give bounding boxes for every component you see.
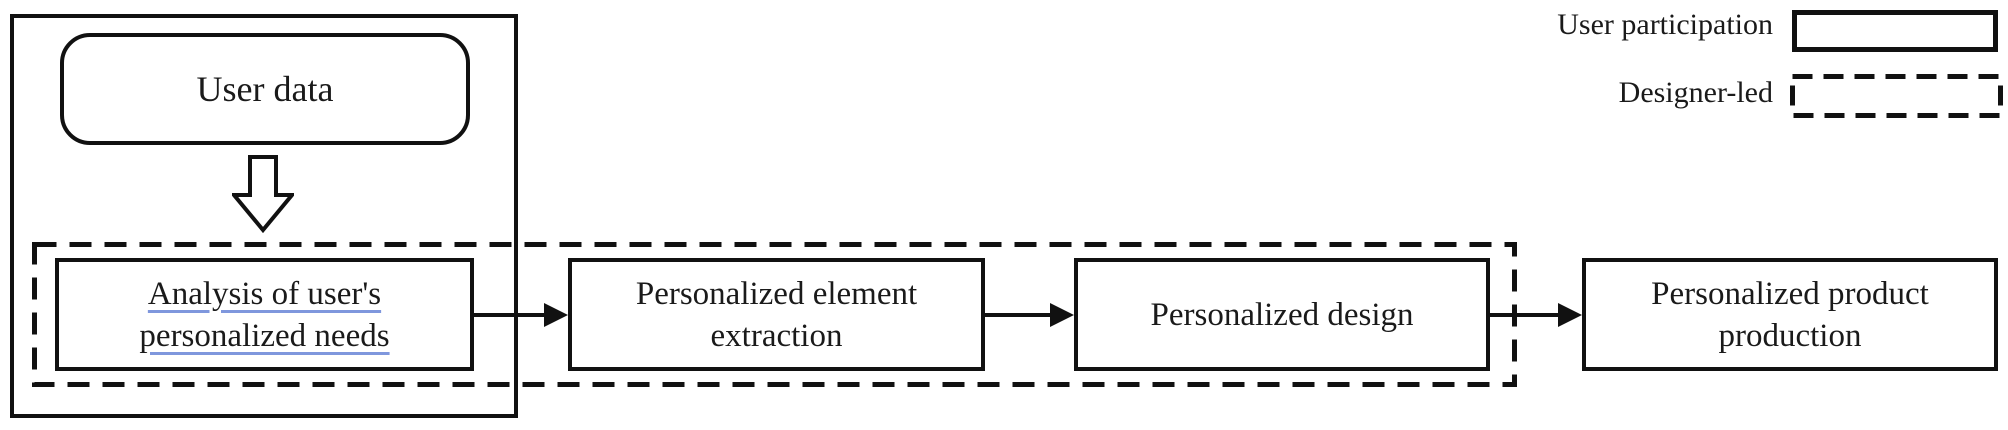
user-data-node: User data xyxy=(60,33,470,145)
product-node: Personalized product production xyxy=(1582,258,1998,371)
analysis-label-line2: personalized needs xyxy=(139,317,390,354)
flow-arrow-icon xyxy=(474,303,568,327)
flow-arrow-icon xyxy=(1490,303,1582,327)
legend-swatch-solid-icon xyxy=(1792,10,1998,52)
down-arrow-icon xyxy=(232,155,294,233)
legend-swatch-dashed-icon xyxy=(1790,74,2003,118)
extraction-node: Personalized element extraction xyxy=(568,258,985,371)
design-label: Personalized design xyxy=(1150,296,1414,333)
product-label-line1: Personalized product xyxy=(1651,275,1929,312)
design-node: Personalized design xyxy=(1074,258,1490,371)
analysis-label-line1: Analysis of user's xyxy=(147,275,382,312)
extraction-label-line2: extraction xyxy=(710,317,843,354)
product-label-line2: production xyxy=(1718,317,1862,354)
extraction-label-line1: Personalized element xyxy=(635,275,918,312)
legend-label-designer-led: Designer-led xyxy=(1618,76,1773,109)
user-data-label: User data xyxy=(196,69,334,109)
user-participation-group-box xyxy=(10,14,518,418)
legend-label-user-participation: User participation xyxy=(1557,8,1773,41)
analysis-node: Analysis of user's personalized needs xyxy=(55,258,474,371)
flow-arrow-icon xyxy=(985,303,1074,327)
